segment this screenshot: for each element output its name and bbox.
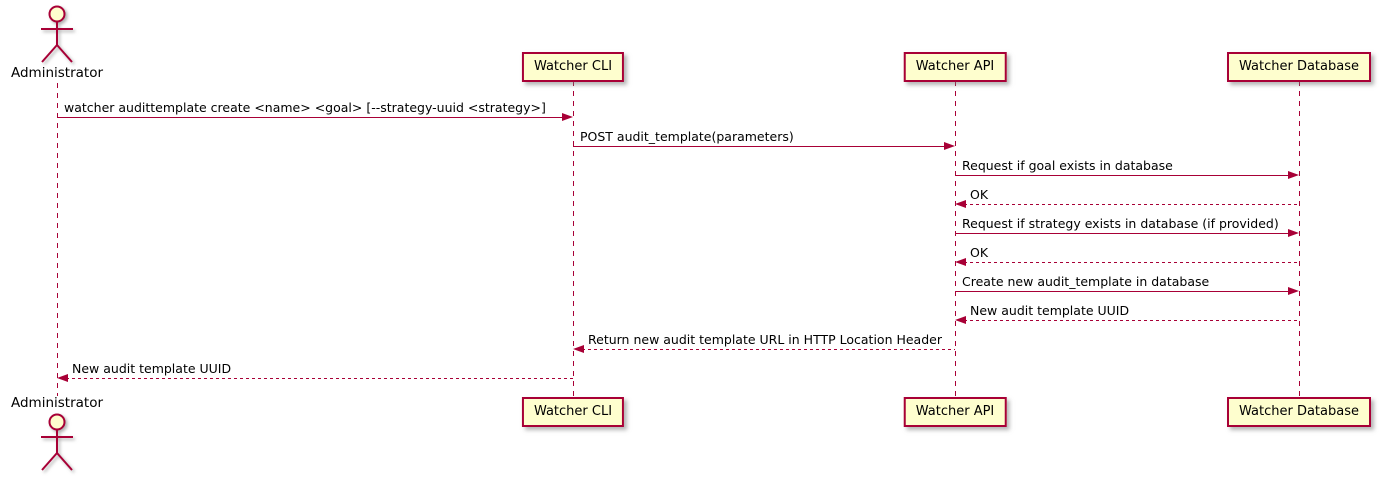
message-label: Request if strategy exists in database (… (962, 216, 1279, 231)
message-4: OK (955, 187, 1299, 208)
arrowhead-icon (573, 345, 584, 353)
message-label: POST audit_template(parameters) (580, 129, 794, 144)
lifeline-watcher-api (954, 81, 956, 397)
participant-watcher-api-top: Watcher API (903, 52, 1007, 82)
message-line (66, 378, 573, 379)
participant-watcher-database-bottom: Watcher Database (1227, 397, 1371, 427)
participant-watcher-database-top: Watcher Database (1227, 52, 1371, 82)
message-label: watcher audittemplate create <name> <goa… (64, 100, 546, 115)
message-10: New audit template UUID (57, 361, 573, 382)
message-line (964, 320, 1299, 321)
message-7: Create new audit_template in database (955, 274, 1299, 295)
message-line (955, 233, 1290, 234)
actor-icon-bottom (41, 413, 73, 471)
participant-watcher-cli-top: Watcher CLI (521, 52, 625, 82)
actor-label-bottom: Administrator (10, 395, 104, 411)
lifeline-watcher-cli (572, 81, 574, 397)
message-line (57, 117, 564, 118)
message-8: New audit template UUID (955, 303, 1299, 324)
arrowhead-icon (1288, 229, 1299, 237)
message-label: Create new audit_template in database (962, 274, 1210, 289)
message-label: OK (970, 187, 989, 202)
message-9: Return new audit template URL in HTTP Lo… (573, 332, 955, 353)
actor-icon-top (41, 5, 73, 63)
arrowhead-icon (955, 200, 966, 208)
arrowhead-icon (1288, 287, 1299, 295)
message-label: New audit template UUID (72, 361, 232, 376)
message-label: Return new audit template URL in HTTP Lo… (588, 332, 942, 347)
message-line (964, 262, 1299, 263)
message-1: watcher audittemplate create <name> <goa… (57, 100, 573, 121)
arrowhead-icon (562, 113, 573, 121)
arrowhead-icon (955, 316, 966, 324)
participant-watcher-cli-bottom: Watcher CLI (521, 397, 625, 427)
message-2: POST audit_template(parameters) (573, 129, 955, 150)
message-line (964, 204, 1299, 205)
arrowhead-icon (944, 142, 955, 150)
actor-label-top: Administrator (10, 65, 104, 81)
message-3: Request if goal exists in database (955, 158, 1299, 179)
message-line (573, 146, 946, 147)
lifeline-watcher-database (1298, 81, 1300, 397)
message-5: Request if strategy exists in database (… (955, 216, 1299, 237)
message-label: Request if goal exists in database (962, 158, 1173, 173)
arrowhead-icon (1288, 171, 1299, 179)
arrowhead-icon (955, 258, 966, 266)
arrowhead-icon (57, 374, 68, 382)
message-line (582, 349, 955, 350)
message-line (955, 291, 1290, 292)
participant-watcher-api-bottom: Watcher API (903, 397, 1007, 427)
lifeline-administrator (56, 83, 58, 396)
message-label: OK (970, 245, 989, 260)
message-6: OK (955, 245, 1299, 266)
message-label: New audit template UUID (970, 303, 1130, 318)
message-line (955, 175, 1290, 176)
